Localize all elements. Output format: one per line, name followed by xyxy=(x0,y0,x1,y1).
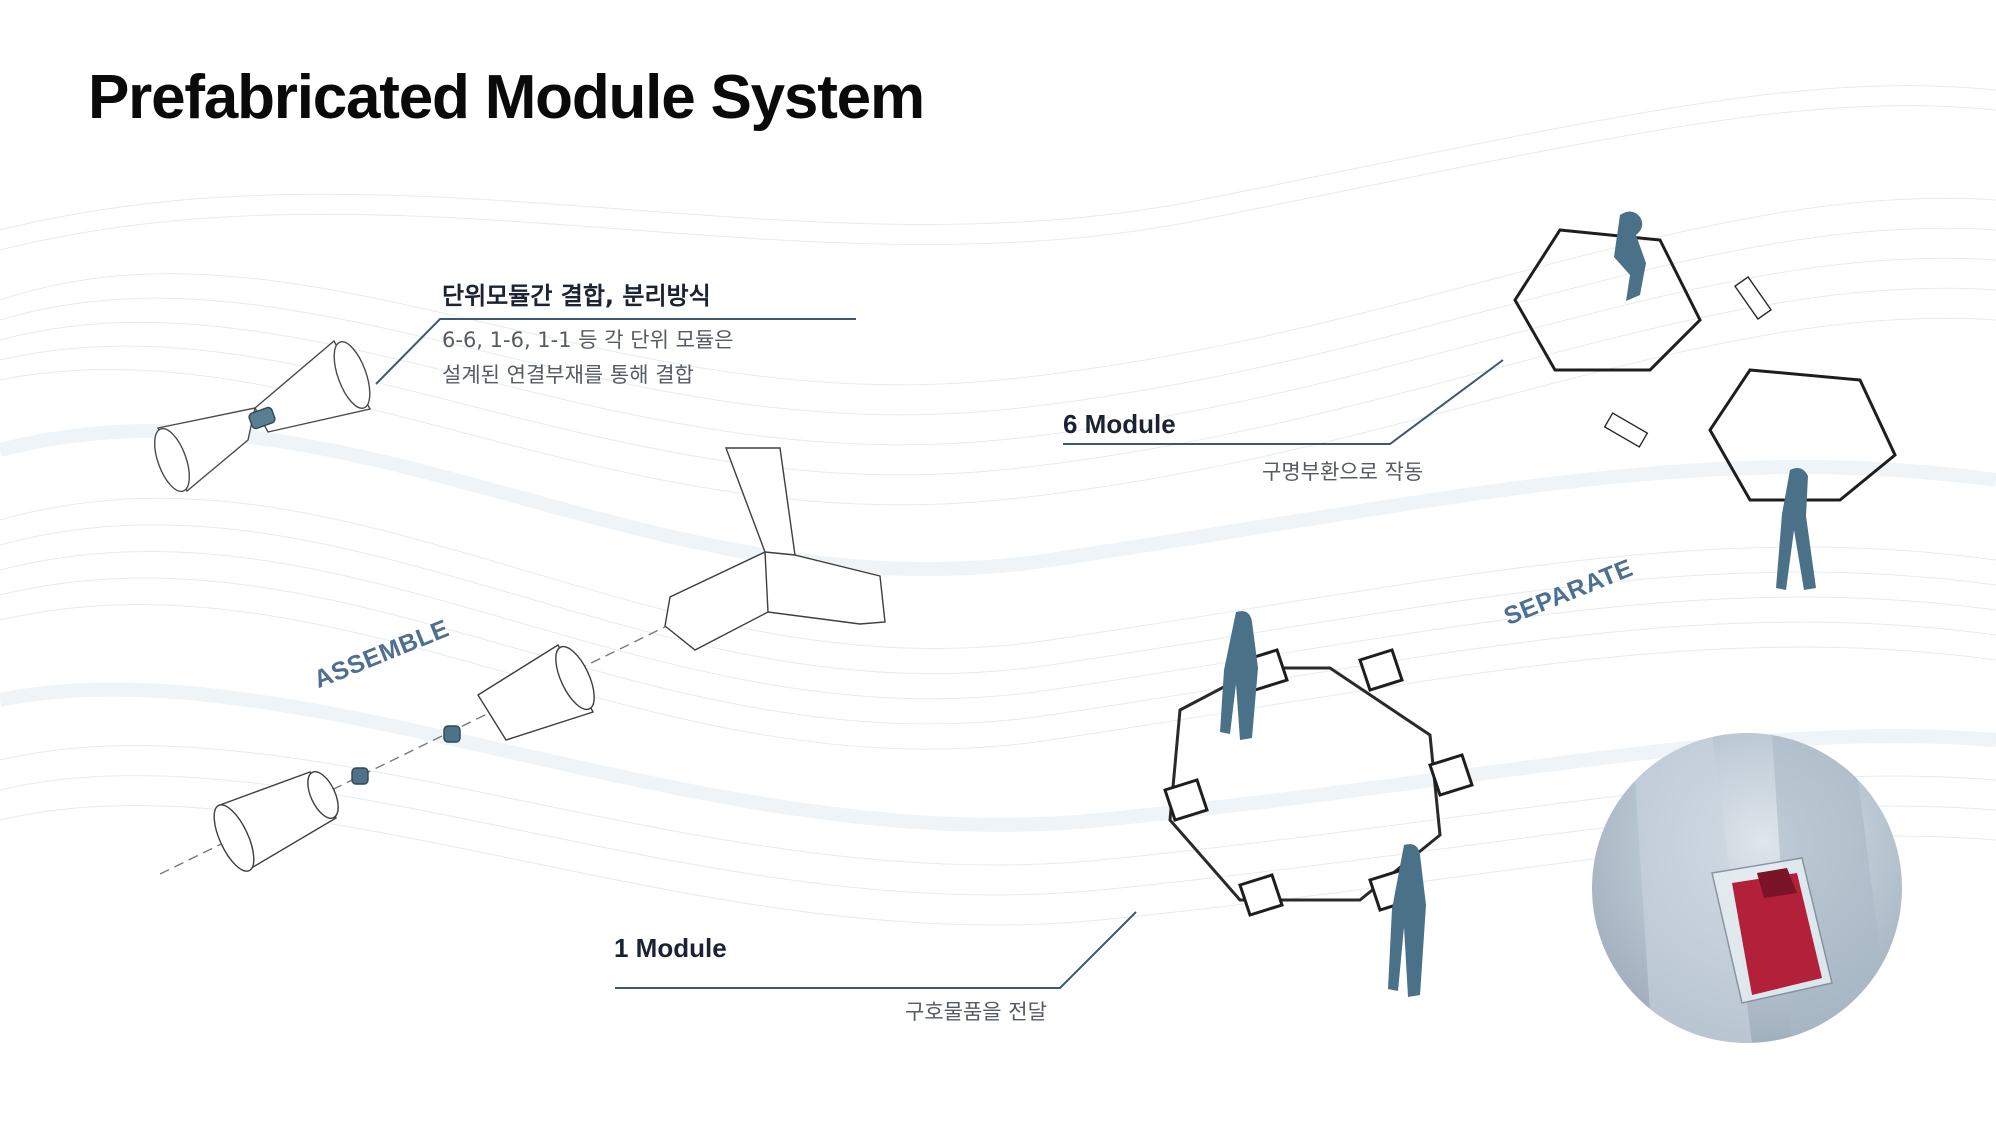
person-figures xyxy=(1220,211,1816,997)
six-module-rings xyxy=(1513,228,1897,502)
joint-heading: 단위모듈간 결합, 분리방식 xyxy=(442,282,711,310)
joint-description-line: 6-6, 1-6, 1-1 등 각 단위 모듈은 xyxy=(442,328,734,352)
one-module-leader-line xyxy=(615,911,1137,989)
page-title: Prefabricated Module System xyxy=(88,63,925,132)
joint-description-line: 설계된 연결부재를 통해 결합 xyxy=(442,363,694,387)
connector-cone-diagram xyxy=(153,339,372,493)
joint-description: 6-6, 1-6, 1-1 등 각 단위 모듈은 설계된 연결부재를 통해 결합 xyxy=(442,323,734,393)
one-module-ring xyxy=(1163,648,1474,917)
capsule-photo-illustration xyxy=(1632,733,1892,1043)
six-module-leader-line xyxy=(1063,359,1504,445)
exploded-parts xyxy=(213,447,886,872)
one-module-description: 구호물품을 전달 xyxy=(905,1000,1047,1024)
six-module-heading: 6 Module xyxy=(1063,409,1176,439)
six-module-description: 구명부환으로 작동 xyxy=(1262,460,1424,484)
rescue-capsule-photo xyxy=(1592,733,1902,1043)
link-tags xyxy=(1603,276,1772,448)
joint-leader-line xyxy=(375,318,856,385)
one-module-heading: 1 Module xyxy=(614,933,727,963)
